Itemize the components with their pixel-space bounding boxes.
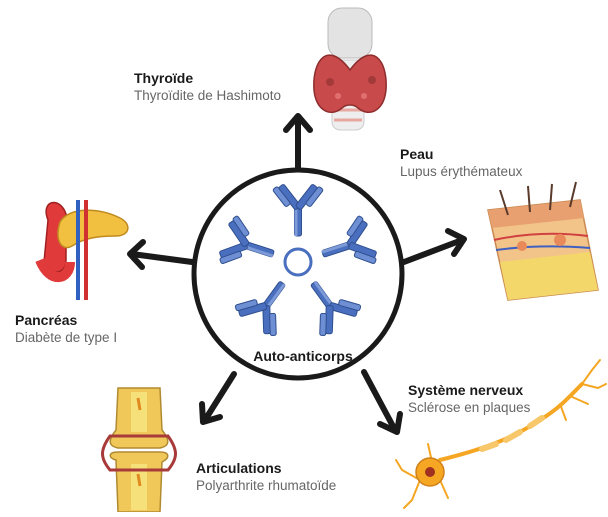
pancreas-icon [40, 200, 128, 300]
center-label: Auto-anticorps [238, 348, 368, 364]
label-skin-subtitle: Lupus érythémateux [400, 164, 522, 181]
label-thyroid: Thyroïde Thyroïdite de Hashimoto [134, 70, 281, 104]
label-joint-subtitle: Polyarthrite rhumatoïde [196, 478, 336, 495]
thyroid-icon [314, 8, 386, 130]
label-neuron: Système nerveux Sclérose en plaques [408, 382, 530, 416]
label-neuron-title: Système nerveux [408, 382, 530, 400]
label-skin: Peau Lupus érythémateux [400, 146, 522, 180]
joint-icon [103, 388, 176, 512]
label-thyroid-title: Thyroïde [134, 70, 281, 88]
arrow-neuron [364, 372, 400, 432]
label-skin-title: Peau [400, 146, 522, 164]
arrow-pancreas [130, 242, 192, 267]
label-pancreas-title: Pancréas [15, 312, 117, 330]
label-thyroid-subtitle: Thyroïdite de Hashimoto [134, 88, 281, 105]
label-neuron-subtitle: Sclérose en plaques [408, 400, 530, 417]
arrow-skin [404, 231, 464, 262]
arrow-thyroid [286, 116, 310, 176]
skin-icon [488, 182, 598, 300]
label-joint-title: Articulations [196, 460, 336, 478]
label-pancreas-subtitle: Diabète de type I [15, 330, 117, 347]
label-joint: Articulations Polyarthrite rhumatoïde [196, 460, 336, 494]
label-pancreas: Pancréas Diabète de type I [15, 312, 117, 346]
arrow-joint [202, 374, 234, 422]
